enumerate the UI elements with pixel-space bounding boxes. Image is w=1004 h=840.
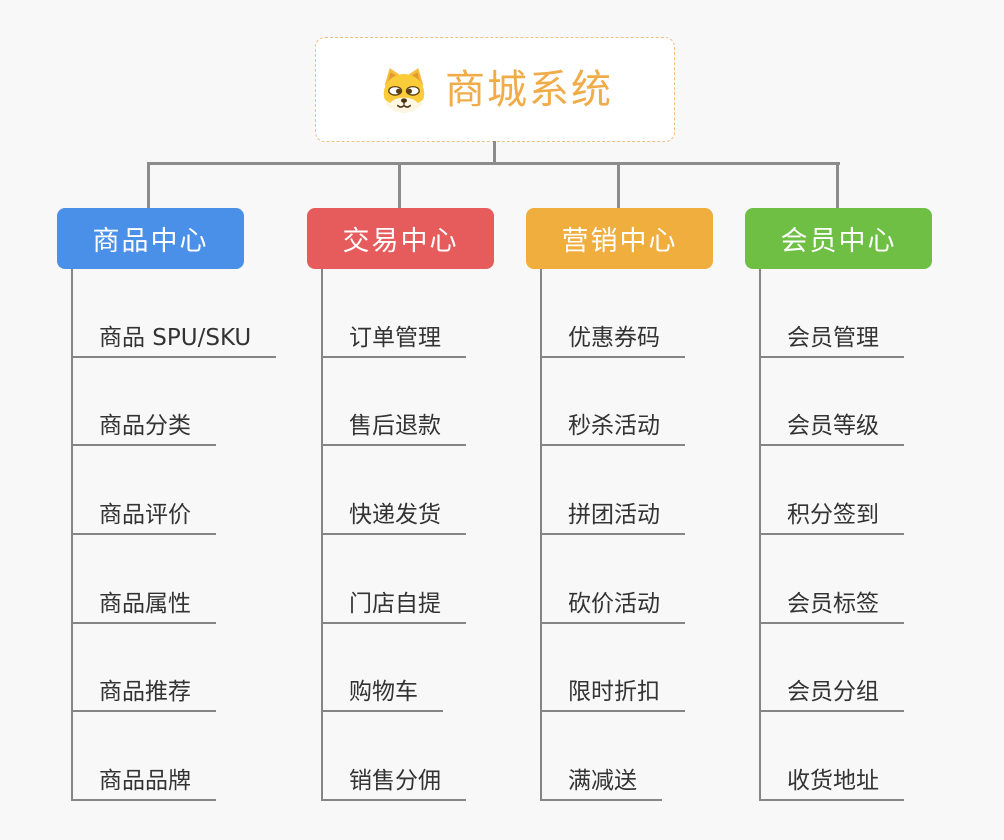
topic-label: 会员等级 xyxy=(759,415,904,447)
list-item[interactable]: 商品分类 xyxy=(71,358,216,447)
list-item[interactable]: 购物车 xyxy=(321,624,443,713)
topic-label: 商品评价 xyxy=(71,504,216,536)
branch-header-marketing[interactable]: 营销中心 xyxy=(526,208,713,269)
list-item[interactable]: 商品评价 xyxy=(71,446,216,536)
root-title: 商城系统 xyxy=(445,66,613,113)
branch-column-marketing: 优惠券码 秒杀活动 拼团活动 砍价活动 限时折扣 满减送 xyxy=(540,269,685,802)
topic-label: 会员分组 xyxy=(759,681,904,713)
branch-header-member[interactable]: 会员中心 xyxy=(745,208,932,269)
list-item[interactable]: 商品推荐 xyxy=(71,624,216,713)
list-item[interactable]: 商品 SPU/SKU xyxy=(71,269,277,358)
topic-label: 秒杀活动 xyxy=(540,415,685,447)
connector-drop-product xyxy=(147,164,150,209)
topic-label: 售后退款 xyxy=(321,415,466,447)
list-item[interactable]: 会员等级 xyxy=(759,358,904,447)
topic-label: 销售分佣 xyxy=(321,770,466,802)
topic-label: 商品分类 xyxy=(71,415,216,447)
list-item[interactable]: 售后退款 xyxy=(321,358,466,447)
list-item[interactable]: 优惠券码 xyxy=(540,269,685,358)
list-item[interactable]: 砍价活动 xyxy=(540,535,685,624)
root-node[interactable]: 商城系统 xyxy=(315,37,675,142)
topic-label: 优惠券码 xyxy=(540,326,685,358)
list-item[interactable]: 会员管理 xyxy=(759,269,904,358)
topic-label: 限时折扣 xyxy=(540,681,685,713)
branch-column-trade: 订单管理 售后退款 快递发货 门店自提 购物车 销售分佣 xyxy=(321,269,466,802)
topic-label: 砍价活动 xyxy=(540,592,685,624)
connector-bus xyxy=(147,162,840,165)
branch-header-product[interactable]: 商品中心 xyxy=(57,208,244,269)
topic-label: 商品推荐 xyxy=(71,681,216,713)
topic-label: 商品品牌 xyxy=(71,770,216,802)
branch-header-trade[interactable]: 交易中心 xyxy=(307,208,494,269)
topic-label: 购物车 xyxy=(321,681,443,713)
list-item[interactable]: 满减送 xyxy=(540,712,662,802)
connector-drop-member xyxy=(836,164,839,209)
list-item[interactable]: 积分签到 xyxy=(759,446,904,536)
topic-label: 拼团活动 xyxy=(540,504,685,536)
topic-label: 积分签到 xyxy=(759,504,904,536)
list-item[interactable]: 订单管理 xyxy=(321,269,466,358)
list-item[interactable]: 会员标签 xyxy=(759,535,904,624)
topic-label: 商品 SPU/SKU xyxy=(71,326,277,358)
topic-label: 满减送 xyxy=(540,770,662,802)
topic-label: 收货地址 xyxy=(759,770,904,802)
list-item[interactable]: 商品属性 xyxy=(71,535,216,624)
topic-label: 会员标签 xyxy=(759,592,904,624)
branch-column-member: 会员管理 会员等级 积分签到 会员标签 会员分组 收货地址 xyxy=(759,269,904,802)
topic-label: 订单管理 xyxy=(321,326,466,358)
connector-drop-trade xyxy=(398,164,401,209)
list-item[interactable]: 收货地址 xyxy=(759,712,904,802)
list-item[interactable]: 商品品牌 xyxy=(71,712,216,802)
topic-label: 快递发货 xyxy=(321,504,466,536)
list-item[interactable]: 销售分佣 xyxy=(321,712,466,802)
topic-label: 商品属性 xyxy=(71,592,216,624)
topic-label: 会员管理 xyxy=(759,326,904,358)
list-item[interactable]: 秒杀活动 xyxy=(540,358,685,447)
list-item[interactable]: 会员分组 xyxy=(759,624,904,713)
topic-label: 门店自提 xyxy=(321,592,466,624)
dog-face-icon xyxy=(377,65,431,115)
list-item[interactable]: 门店自提 xyxy=(321,535,466,624)
list-item[interactable]: 快递发货 xyxy=(321,446,466,536)
connector-root-stem xyxy=(493,141,496,164)
connector-drop-marketing xyxy=(617,164,620,209)
list-item[interactable]: 限时折扣 xyxy=(540,624,685,713)
branch-column-product: 商品 SPU/SKU 商品分类 商品评价 商品属性 商品推荐 商品品牌 xyxy=(71,269,277,802)
list-item[interactable]: 拼团活动 xyxy=(540,446,685,536)
